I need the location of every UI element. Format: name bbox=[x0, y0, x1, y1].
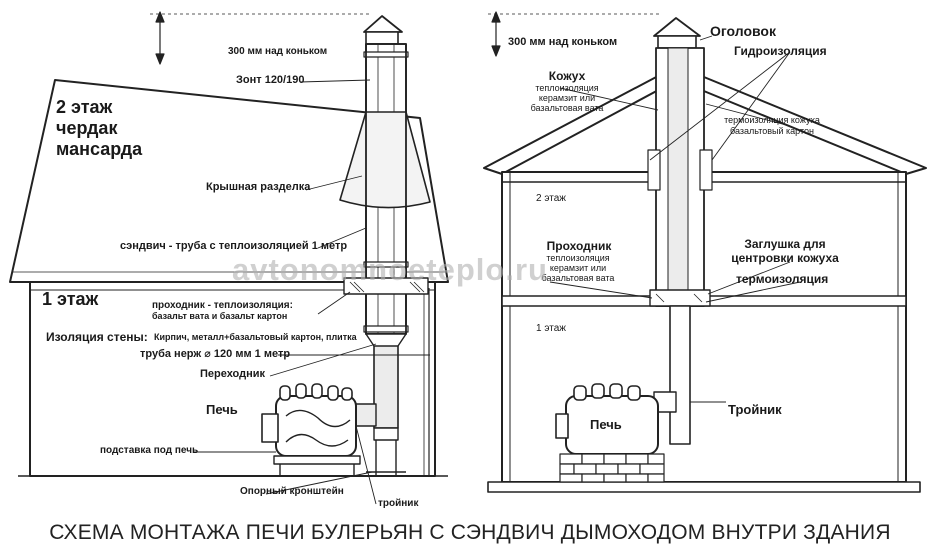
left-roof-cut-cone bbox=[339, 111, 431, 209]
left-chimney bbox=[339, 15, 431, 476]
right-pass-through-sub-2: керамзит или bbox=[549, 263, 607, 273]
left-sandwich-label: сэндвич - труба с теплоизоляцией 1 метр bbox=[120, 240, 348, 252]
left-building bbox=[9, 79, 449, 477]
left-leaders bbox=[194, 79, 430, 505]
right-plug bbox=[649, 289, 711, 307]
right-floor-1-label: 1 этаж bbox=[536, 323, 566, 334]
left-floor-1-label: 1 этаж bbox=[42, 289, 99, 309]
left-pass-through-sub: базальт вата и базальт картон bbox=[152, 311, 288, 321]
right-dimension-marker bbox=[488, 11, 660, 57]
left-roof bbox=[9, 79, 449, 283]
left-dim-label: 300 мм над коньком bbox=[228, 46, 328, 57]
right-plug-title-2: центровки кожуха bbox=[731, 251, 839, 265]
right-casing-sub-3: базальтовая вата bbox=[530, 103, 604, 113]
left-tee-label: тройник bbox=[378, 498, 419, 509]
right-stove-brick-base bbox=[559, 453, 665, 483]
left-chimney-cap bbox=[363, 15, 403, 33]
left-adapter-label: Переходник bbox=[200, 368, 266, 380]
right-floor-2-label: 2 этаж bbox=[536, 193, 566, 204]
left-bracket-label: Опорный кронштейн bbox=[240, 486, 344, 497]
right-pass-through-sub-1: теплоизоляция bbox=[546, 253, 610, 263]
left-attic-line-2: чердак bbox=[56, 118, 118, 138]
right-pass-through-title: Проходник bbox=[546, 239, 612, 253]
left-stove bbox=[261, 383, 361, 476]
right-casing-sub-1: теплоизоляция bbox=[535, 83, 599, 93]
left-stand-label: подставка под печь bbox=[100, 445, 199, 456]
right-leaders bbox=[549, 35, 801, 403]
watermark: avtonomnoeteplo.ru bbox=[232, 252, 548, 287]
left-steel-pipe-label: труба нерж ⌀ 120 мм 1 метр bbox=[140, 348, 291, 360]
left-wall-insulation-text: Кирпич, металл+базальтовый картон, плитк… bbox=[154, 332, 357, 342]
left-pass-through bbox=[343, 277, 429, 295]
right-waterproofing-label: Гидроизоляция bbox=[734, 44, 827, 58]
right-casing-title: Кожух bbox=[548, 69, 586, 83]
right-chimney-cap bbox=[653, 17, 701, 37]
left-stove-stand bbox=[273, 455, 361, 465]
right-casing-sub-2: керамзит или bbox=[538, 93, 596, 103]
right-plug-title-1: Заглушка для bbox=[744, 237, 826, 251]
left-steel-pipe bbox=[373, 333, 399, 429]
right-tee-label: Тройник bbox=[728, 402, 782, 417]
right-chimney bbox=[647, 17, 713, 445]
left-attic-line-3: мансарда bbox=[56, 139, 143, 159]
right-dim-label: 300 мм над коньком bbox=[508, 36, 618, 48]
right-lower-pipe bbox=[669, 305, 691, 445]
right-casing-insulation-2: базальтовый картон bbox=[730, 126, 814, 136]
left-pass-through-title: проходник - теплоизоляция: bbox=[152, 300, 293, 311]
right-casing-insulation-1: термоизоляция кожуха bbox=[724, 115, 820, 125]
right-pass-through-sub-3: базальтовая вата bbox=[541, 273, 615, 283]
right-stove bbox=[555, 383, 665, 483]
left-stove-label: Печь bbox=[206, 402, 238, 417]
diagram-caption: СХЕМА МОНТАЖА ПЕЧИ БУЛЕРЬЯН С СЭНДВИЧ ДЫ… bbox=[49, 521, 891, 544]
left-wall-insulation-title: Изоляция стены: bbox=[46, 330, 148, 344]
right-thermal-insulation-label: термоизоляция bbox=[736, 272, 829, 286]
left-umbrella-label: Зонт 120/190 bbox=[236, 74, 305, 86]
right-cap-label: Оголовок bbox=[710, 23, 776, 39]
left-dimension-marker bbox=[150, 11, 370, 65]
right-stove-label: Печь bbox=[590, 417, 622, 432]
left-attic-line-1: 2 этаж bbox=[56, 97, 113, 117]
left-roof-cut-label: Крышная разделка bbox=[206, 181, 311, 193]
